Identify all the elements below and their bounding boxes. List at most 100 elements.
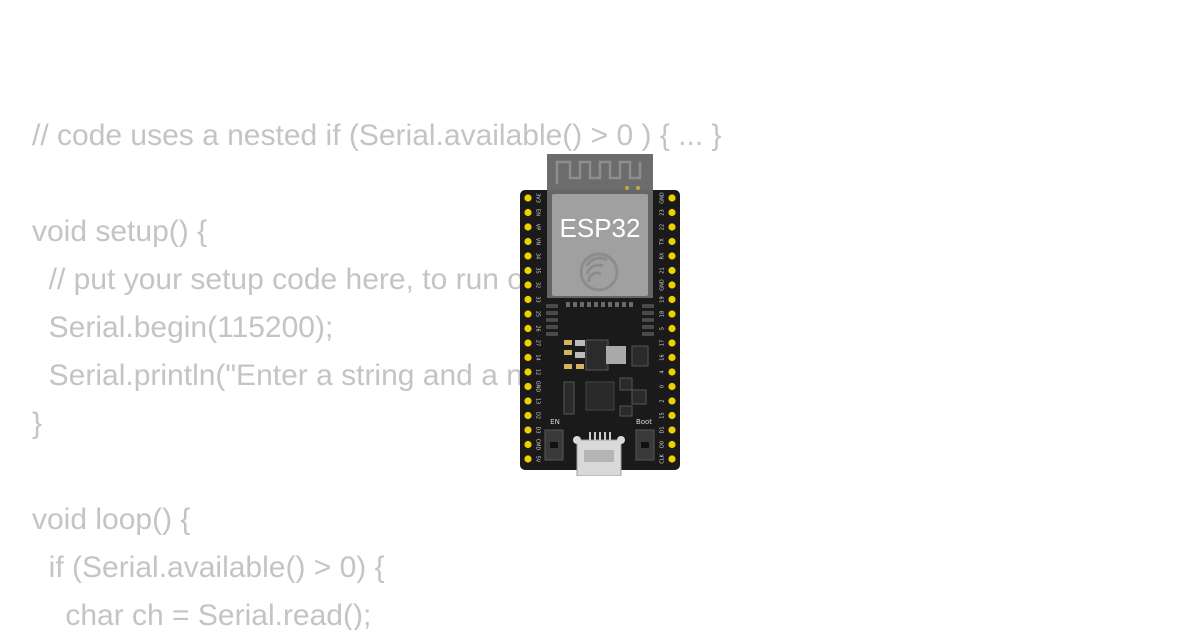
header-pin[interactable] xyxy=(524,455,532,463)
module-pad xyxy=(546,304,558,308)
header-pin[interactable] xyxy=(524,382,532,391)
module-pad xyxy=(566,302,570,307)
usb-contacts xyxy=(589,432,611,440)
header-pin[interactable] xyxy=(668,223,676,231)
header-pin[interactable] xyxy=(668,397,676,405)
header-pin[interactable] xyxy=(668,339,676,347)
header-pin[interactable] xyxy=(524,237,532,246)
board-graphic: ESP32 3V3ENVPVN343532332526271412GND13D2… xyxy=(520,154,680,476)
header-pin[interactable] xyxy=(668,440,676,449)
boot-button[interactable] xyxy=(635,429,655,461)
smd-component xyxy=(563,381,575,415)
header-pin[interactable] xyxy=(524,440,532,449)
pin-label: CLK xyxy=(660,454,666,464)
module-pad xyxy=(642,325,654,329)
header-pin[interactable] xyxy=(524,339,532,347)
module-pads xyxy=(566,302,633,307)
module-side-pads xyxy=(546,304,654,336)
smd-component xyxy=(631,345,649,367)
pin-label: GND xyxy=(660,192,666,204)
header-pin[interactable] xyxy=(524,353,532,362)
header-pin[interactable] xyxy=(668,368,676,376)
module-pad xyxy=(546,311,558,315)
header-pin[interactable] xyxy=(668,426,676,434)
pin-label: 27 xyxy=(535,340,541,346)
usb-uart-chip xyxy=(585,381,615,411)
smd-component xyxy=(564,340,572,345)
module-pad xyxy=(601,302,605,307)
header-pin[interactable] xyxy=(668,353,676,362)
pin-label: 26 xyxy=(535,325,541,331)
antenna-pad xyxy=(636,186,640,190)
code-line: } xyxy=(32,407,43,440)
antenna-pad xyxy=(625,186,629,190)
pin-label: 35 xyxy=(535,267,541,273)
en-button[interactable] xyxy=(544,429,564,461)
header-pin[interactable] xyxy=(524,397,532,405)
pin-label: CMD xyxy=(535,439,541,451)
header-pin[interactable] xyxy=(668,194,676,202)
code-line: Serial.begin(115200); xyxy=(32,311,334,344)
header-pin[interactable] xyxy=(668,208,676,217)
header-pin[interactable] xyxy=(524,324,532,333)
header-pin[interactable] xyxy=(668,252,676,260)
header-pin[interactable] xyxy=(524,266,532,275)
pin-label: VN xyxy=(535,238,541,245)
header-pin[interactable] xyxy=(524,252,532,260)
module-pad xyxy=(608,302,612,307)
header-pin[interactable] xyxy=(524,281,532,289)
espressif-logo-icon xyxy=(579,252,619,292)
pin-label: VP xyxy=(535,224,541,230)
header-pin[interactable] xyxy=(668,382,676,391)
module-pad xyxy=(622,302,626,307)
header-pin[interactable] xyxy=(524,368,532,376)
header-pin[interactable] xyxy=(524,223,532,231)
boot-button-label: Boot xyxy=(636,418,652,426)
header-pin[interactable] xyxy=(668,266,676,275)
module-pad xyxy=(594,302,598,307)
antenna-trace xyxy=(555,160,642,184)
module-pad xyxy=(587,302,591,307)
module-pad xyxy=(580,302,584,307)
header-pin[interactable] xyxy=(524,426,532,434)
header-pin[interactable] xyxy=(668,324,676,333)
header-pin[interactable] xyxy=(524,208,532,217)
pin-label: GND xyxy=(535,381,541,393)
module-pad xyxy=(629,302,633,307)
header-pin[interactable] xyxy=(524,310,532,318)
module-pad xyxy=(615,302,619,307)
module-pad xyxy=(546,332,558,336)
pin-label: 33 xyxy=(535,296,541,302)
header-pin[interactable] xyxy=(668,281,676,289)
pin-label: 14 xyxy=(535,354,541,360)
pin-label: 3V3 xyxy=(535,193,541,203)
header-pin[interactable] xyxy=(668,237,676,246)
header-pin[interactable] xyxy=(524,194,532,202)
smd-component xyxy=(575,340,585,346)
header-pin[interactable] xyxy=(668,411,676,420)
smd-component xyxy=(631,389,647,405)
code-line: if (Serial.available() > 0) { xyxy=(32,551,385,584)
header-pin[interactable] xyxy=(668,310,676,318)
micro-usb-port[interactable] xyxy=(573,436,625,476)
header-pin[interactable] xyxy=(524,411,532,420)
smd-component xyxy=(619,377,633,391)
header-pin[interactable] xyxy=(668,455,676,463)
pin-label: 23 xyxy=(660,209,666,215)
right-pin-header[interactable] xyxy=(668,194,676,463)
smd-component xyxy=(564,350,572,355)
pin-label: 16 xyxy=(660,354,666,360)
pin-label: 17 xyxy=(660,340,666,346)
pin-label: D3 xyxy=(535,426,541,433)
code-line: char ch = Serial.read(); xyxy=(32,599,372,630)
left-pin-header[interactable] xyxy=(524,194,532,463)
pin-label: 34 xyxy=(535,253,541,259)
module-pad xyxy=(642,311,654,315)
smd-component xyxy=(575,352,585,358)
chip-label: ESP32 xyxy=(560,213,641,243)
header-pin[interactable] xyxy=(524,295,532,304)
header-pin[interactable] xyxy=(668,295,676,304)
pin-label: D1 xyxy=(660,426,666,433)
